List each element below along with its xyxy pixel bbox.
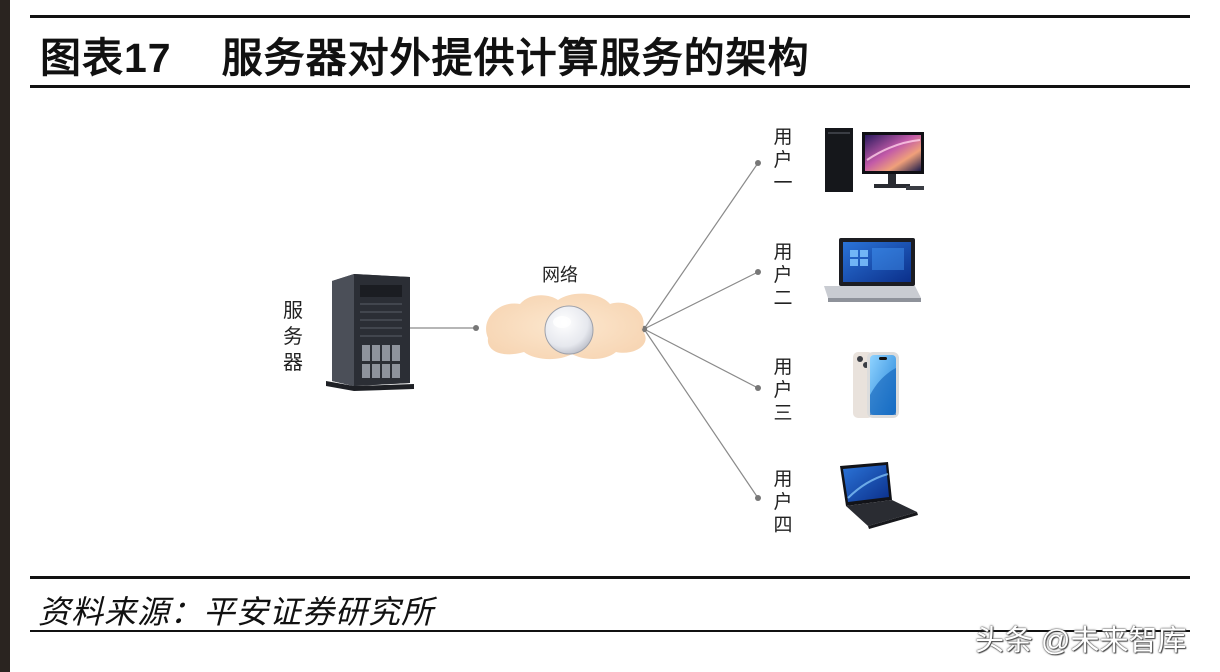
svg-text:一: 一 bbox=[773, 172, 792, 194]
link-user-2 bbox=[643, 271, 759, 330]
architecture-diagram: 服 务 器 bbox=[283, 126, 924, 536]
svg-text:户: 户 bbox=[773, 149, 792, 171]
figure-label: 图表17 bbox=[40, 35, 172, 81]
svg-text:二: 二 bbox=[773, 287, 792, 309]
server-label-char-2: 务 bbox=[283, 324, 303, 348]
svg-text:户: 户 bbox=[773, 379, 792, 401]
svg-text:用: 用 bbox=[773, 356, 792, 378]
svg-text:户: 户 bbox=[773, 264, 792, 286]
title-rule bbox=[30, 85, 1190, 88]
user-label-1: 用户一 bbox=[773, 126, 792, 194]
all-in-one-computer-icon bbox=[824, 238, 921, 302]
laptop-icon bbox=[840, 462, 918, 529]
svg-text:用: 用 bbox=[773, 241, 792, 263]
user-label-4: 用户四 bbox=[773, 468, 792, 536]
server-label-char-3: 器 bbox=[283, 350, 303, 374]
svg-text:四: 四 bbox=[773, 514, 792, 536]
server-tower-icon bbox=[326, 274, 414, 391]
svg-text:三: 三 bbox=[773, 402, 792, 424]
desktop-computer-icon bbox=[825, 128, 924, 192]
bottom-rule bbox=[30, 630, 1190, 632]
user-label-3: 用户三 bbox=[773, 356, 792, 424]
figure-title: 图表17 服务器对外提供计算服务的架构 bbox=[40, 28, 810, 88]
smartphone-icon bbox=[853, 352, 899, 418]
figure-title-text: 服务器对外提供计算服务的架构 bbox=[221, 35, 810, 81]
svg-text:用: 用 bbox=[773, 468, 792, 490]
server-label-char-1: 服 bbox=[283, 298, 303, 322]
network-label: 网络 bbox=[542, 265, 578, 286]
svg-text:用: 用 bbox=[773, 126, 792, 148]
figure-page: 图表17 服务器对外提供计算服务的架构 bbox=[10, 0, 1220, 672]
source-note: 资料来源：平安证券研究所 bbox=[38, 594, 435, 630]
link-user-3 bbox=[643, 328, 759, 389]
network-cloud-icon bbox=[486, 293, 646, 360]
source-rule bbox=[30, 576, 1190, 579]
user-label-2: 用户二 bbox=[773, 241, 792, 309]
watermark-text: 头条 @未来智库 bbox=[975, 625, 1187, 657]
top-rule bbox=[30, 15, 1190, 18]
link-user-1 bbox=[643, 162, 759, 330]
svg-text:户: 户 bbox=[773, 491, 792, 513]
link-user-4 bbox=[643, 328, 759, 499]
connection-lines bbox=[405, 162, 759, 499]
